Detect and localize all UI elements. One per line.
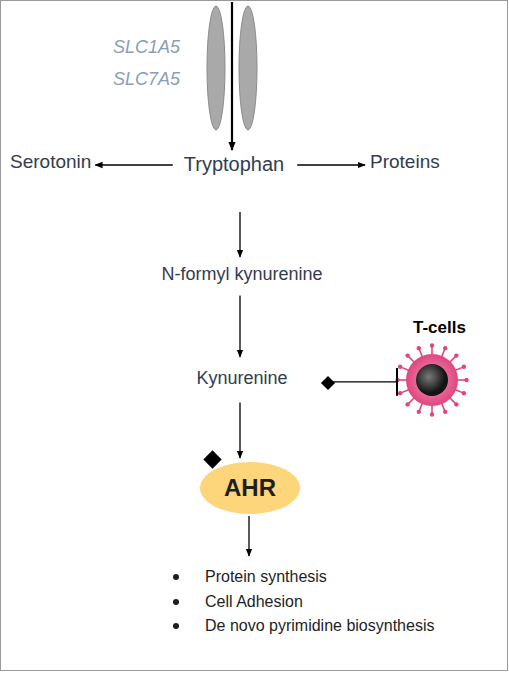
gene-label: SLC1A5: [113, 37, 180, 59]
node-text: Tryptophan: [184, 152, 284, 176]
t-cell: T-cells: [398, 316, 480, 416]
pathway-arrow: [239, 212, 240, 257]
receptor-knob: [417, 346, 421, 350]
receptor-knob: [417, 410, 421, 414]
cell-heading: T-cells: [413, 318, 466, 338]
receptor-knob: [454, 402, 458, 406]
receptor-knob: [398, 391, 402, 395]
bullet-dot: [173, 623, 179, 629]
receptor-knob: [395, 378, 399, 382]
uptake-arrow: [231, 2, 233, 150]
list-row: De novo pyrimidine biosynthesis: [170, 614, 500, 639]
receptor-knob: [430, 412, 434, 416]
bullet-dot: [173, 599, 179, 605]
pathway-arrow: [95, 164, 172, 165]
metabolite-text: N-formyl kynurenine: [161, 264, 322, 286]
node-text: Serotonin: [10, 151, 91, 174]
list-item-text: Cell Adhesion: [205, 593, 303, 610]
list-item-text: De novo pyrimidine biosynthesis: [205, 617, 434, 634]
receptor-knob: [430, 343, 434, 347]
receptor-label: AHR: [224, 475, 276, 501]
receptor-knob: [454, 353, 458, 357]
ligand-diamond: [203, 450, 221, 468]
receptor-knob: [464, 378, 468, 382]
receptor-knob: [398, 365, 402, 369]
list-row: Protein synthesis: [170, 565, 500, 590]
list-item-text: Protein synthesis: [205, 568, 327, 585]
receptor-knob: [443, 346, 447, 350]
metabolite-text: Serotonin: [10, 151, 91, 174]
receptor-knob: [462, 391, 466, 395]
metabolite-text: Kynurenine: [196, 368, 287, 390]
pathway-arrow: [239, 403, 240, 458]
pathway-arrow: [330, 381, 398, 382]
receptor-ellipse: AHR: [200, 462, 300, 514]
pathway-arrow: [239, 296, 240, 357]
gene-label: SLC7A5: [113, 69, 180, 91]
metabolite-text: Tryptophan: [184, 152, 284, 176]
transporter-channel: [239, 6, 257, 130]
transporter-channel: [207, 6, 225, 130]
node-text: N-formyl kynurenine: [161, 264, 322, 286]
receptor-knob: [443, 410, 447, 414]
pathway-arrow: [248, 516, 249, 556]
outcome-list: Protein synthesisCell Adhesion De novo py…: [170, 565, 500, 639]
ellipse-fill: [200, 462, 300, 514]
receptor-knob: [462, 365, 466, 369]
cell-nucleus: [416, 364, 448, 396]
metabolite-text: Proteins: [370, 151, 440, 174]
node-text: Proteins: [370, 151, 440, 174]
cell-body: [406, 354, 458, 406]
ligand-diamond: [321, 376, 335, 390]
bullet-dot: [173, 574, 179, 580]
pathway-arrow: [297, 164, 365, 165]
node-text: Kynurenine: [196, 368, 287, 390]
receptor-knob: [405, 402, 409, 406]
list-row: Cell Adhesion: [170, 590, 500, 615]
receptor-knob: [405, 353, 409, 357]
